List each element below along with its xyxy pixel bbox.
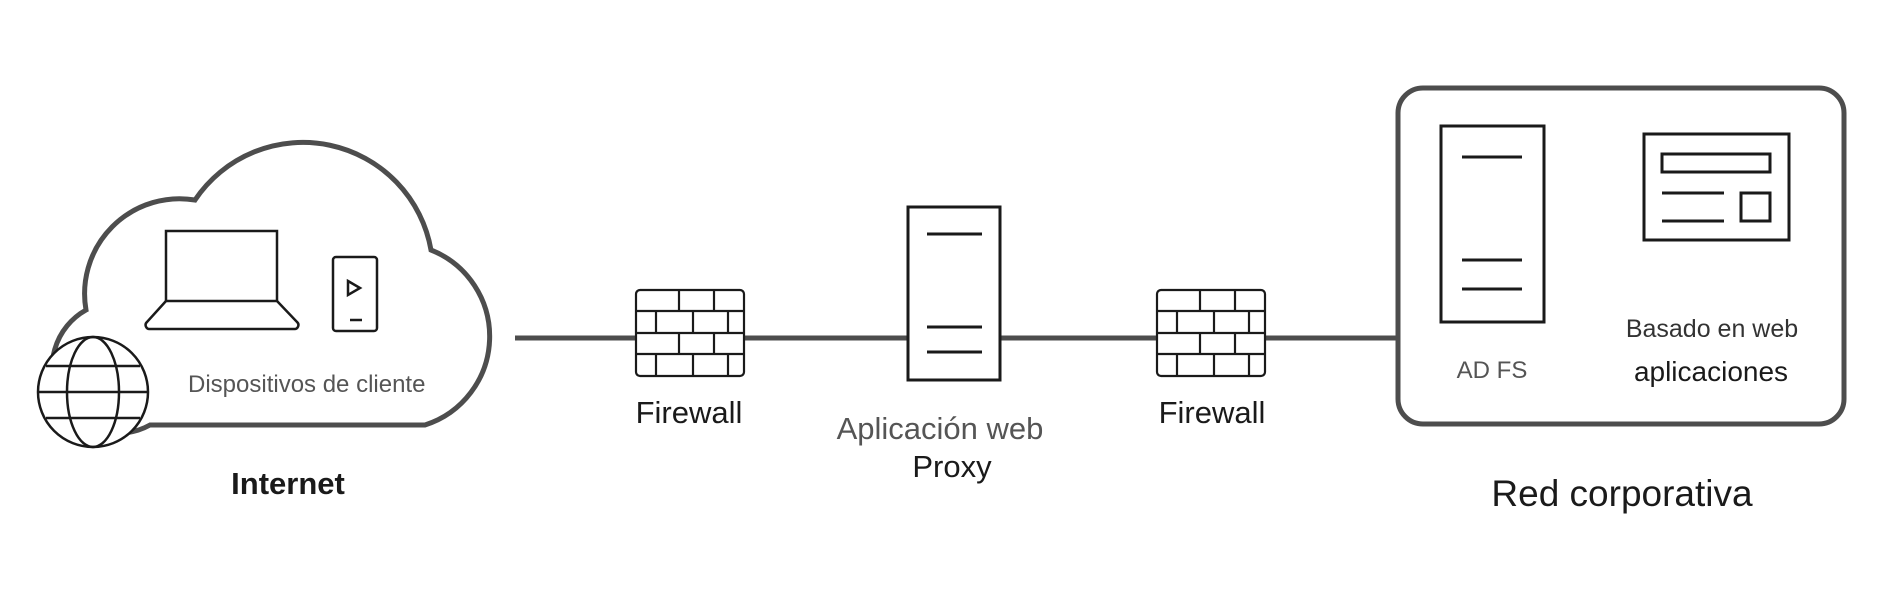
internet-label: Internet (231, 466, 345, 501)
client-devices-label: Dispositivos de cliente (188, 371, 425, 398)
firewall-icon (1155, 288, 1267, 378)
web-app-icon (1642, 132, 1791, 242)
server-icon (1439, 124, 1546, 324)
firewall-icon (634, 288, 746, 378)
laptop-icon (144, 229, 300, 331)
adfs-label: AD FS (1457, 357, 1528, 384)
corporate-network-label: Red corporativa (1491, 473, 1753, 514)
proxy-label-line2: Proxy (912, 449, 992, 484)
web-apps-label-line2: aplicaciones (1634, 356, 1788, 387)
phone-icon (331, 255, 379, 333)
firewall-2-label: Firewall (1159, 395, 1266, 430)
globe-icon (36, 335, 150, 449)
web-apps-label-line1: Basado en web (1626, 315, 1798, 343)
corporate-network-box (1395, 85, 1847, 427)
server-icon (906, 205, 1002, 382)
firewall-1-label: Firewall (636, 395, 743, 430)
proxy-label-line1: Aplicación web (837, 411, 1044, 446)
